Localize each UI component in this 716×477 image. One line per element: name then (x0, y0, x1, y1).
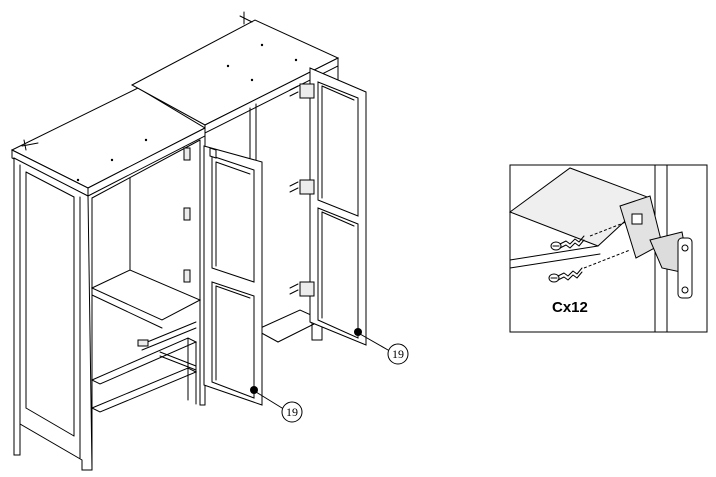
callout-upper: 19 (360, 334, 408, 364)
screw-quantity-label: Cx12 (552, 299, 588, 316)
hinge-detail-inset: Cx12 (510, 165, 707, 332)
callout-label: 19 (392, 347, 404, 361)
left-cabinet (12, 88, 205, 470)
right-door (290, 68, 366, 345)
callout-label: 19 (286, 405, 298, 419)
callout-lower: 19 (256, 392, 302, 422)
left-door (204, 146, 262, 405)
